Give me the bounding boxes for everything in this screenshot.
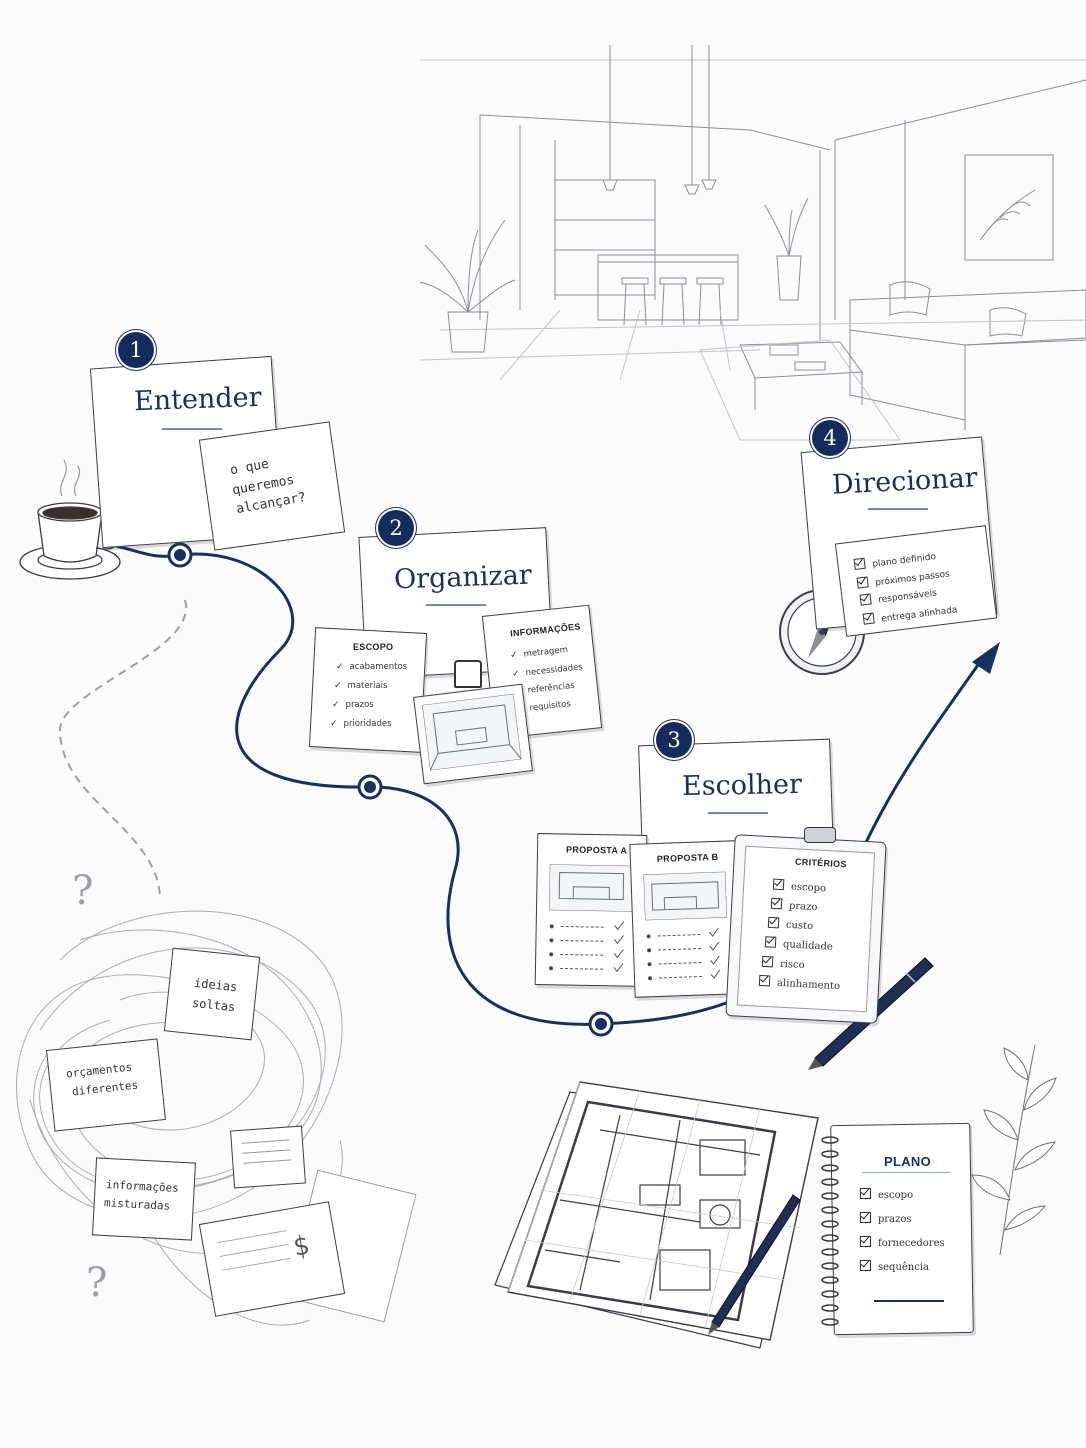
title-escolher: Escolher (681, 768, 803, 803)
note-ideias-soltas (163, 947, 261, 1041)
proposta-a-thumbnail-icon (548, 864, 634, 912)
potted-plant-right (764, 197, 809, 301)
plano-heading: PLANO (884, 1154, 931, 1169)
binder-clip-icon (454, 660, 482, 688)
sofa (849, 281, 1086, 430)
plano-item: escopo (860, 1188, 913, 1201)
criterios-item: custo (767, 916, 814, 932)
escopo-item: ✓prazos (332, 700, 374, 710)
escopo-item: ✓acabamentos (336, 662, 408, 672)
proposta-b-thumbnail-icon (643, 871, 727, 921)
criterios-item: risco (761, 955, 805, 971)
proposta-a-checklist (548, 921, 625, 973)
proposta-b-checklist (646, 927, 721, 981)
plano-heading-underline (862, 1172, 950, 1173)
coffee-table (739, 341, 863, 410)
journey-nodes (167, 542, 614, 1037)
bar-stools (621, 277, 724, 326)
title-underline (868, 508, 928, 510)
escopo-item: ✓materiais (334, 681, 388, 691)
plano-item: fornecedores (860, 1236, 945, 1249)
criterios-item: escopo (772, 878, 827, 894)
card-proposta-b: PROPOSTA B (629, 840, 743, 998)
escopo-item: ✓prioridades (330, 719, 392, 729)
proposta-a-heading: PROPOSTA A (565, 844, 628, 856)
floor-plan (494, 1081, 819, 1349)
potted-plant-left (419, 219, 516, 353)
clipboard-clip-icon (804, 827, 836, 843)
step-4-badge: 4 (812, 420, 848, 456)
plano-footer-line (874, 1300, 944, 1302)
step-2-badge: 2 (378, 510, 414, 546)
step-3-badge: 3 (656, 722, 692, 758)
olive-branch-icon (971, 1044, 1057, 1256)
dollar-sign-icon: $ (290, 1230, 312, 1263)
plano-item: prazos (860, 1212, 912, 1225)
dashed-path (58, 599, 188, 901)
step-1-badge: 1 (118, 332, 154, 368)
interior-thumbnail-icon (422, 693, 522, 771)
notebook-spiral (821, 1136, 839, 1326)
question-mark-icon: ? (72, 868, 94, 914)
plano-item: sequência (860, 1260, 929, 1273)
criterios-item: prazo (770, 897, 818, 913)
title-organizar: Organizar (393, 559, 533, 596)
escopo-heading: ESCOPO (353, 642, 394, 652)
title-underline (162, 428, 222, 430)
title-entender: Entender (133, 381, 263, 418)
card-proposta-a: PROPOSTA A (534, 833, 648, 987)
title-underline (426, 604, 486, 606)
journey-arrowhead (972, 642, 1000, 674)
coffee-cup-icon (19, 459, 122, 580)
proposta-b-heading: PROPOSTA B (656, 851, 719, 864)
question-mark-icon: ? (86, 1260, 108, 1306)
title-underline (708, 812, 768, 814)
note-blank-lines (230, 1125, 306, 1189)
interior-sketch (419, 45, 1086, 441)
pencil-icon (708, 1194, 801, 1335)
photo-reference (413, 683, 533, 785)
